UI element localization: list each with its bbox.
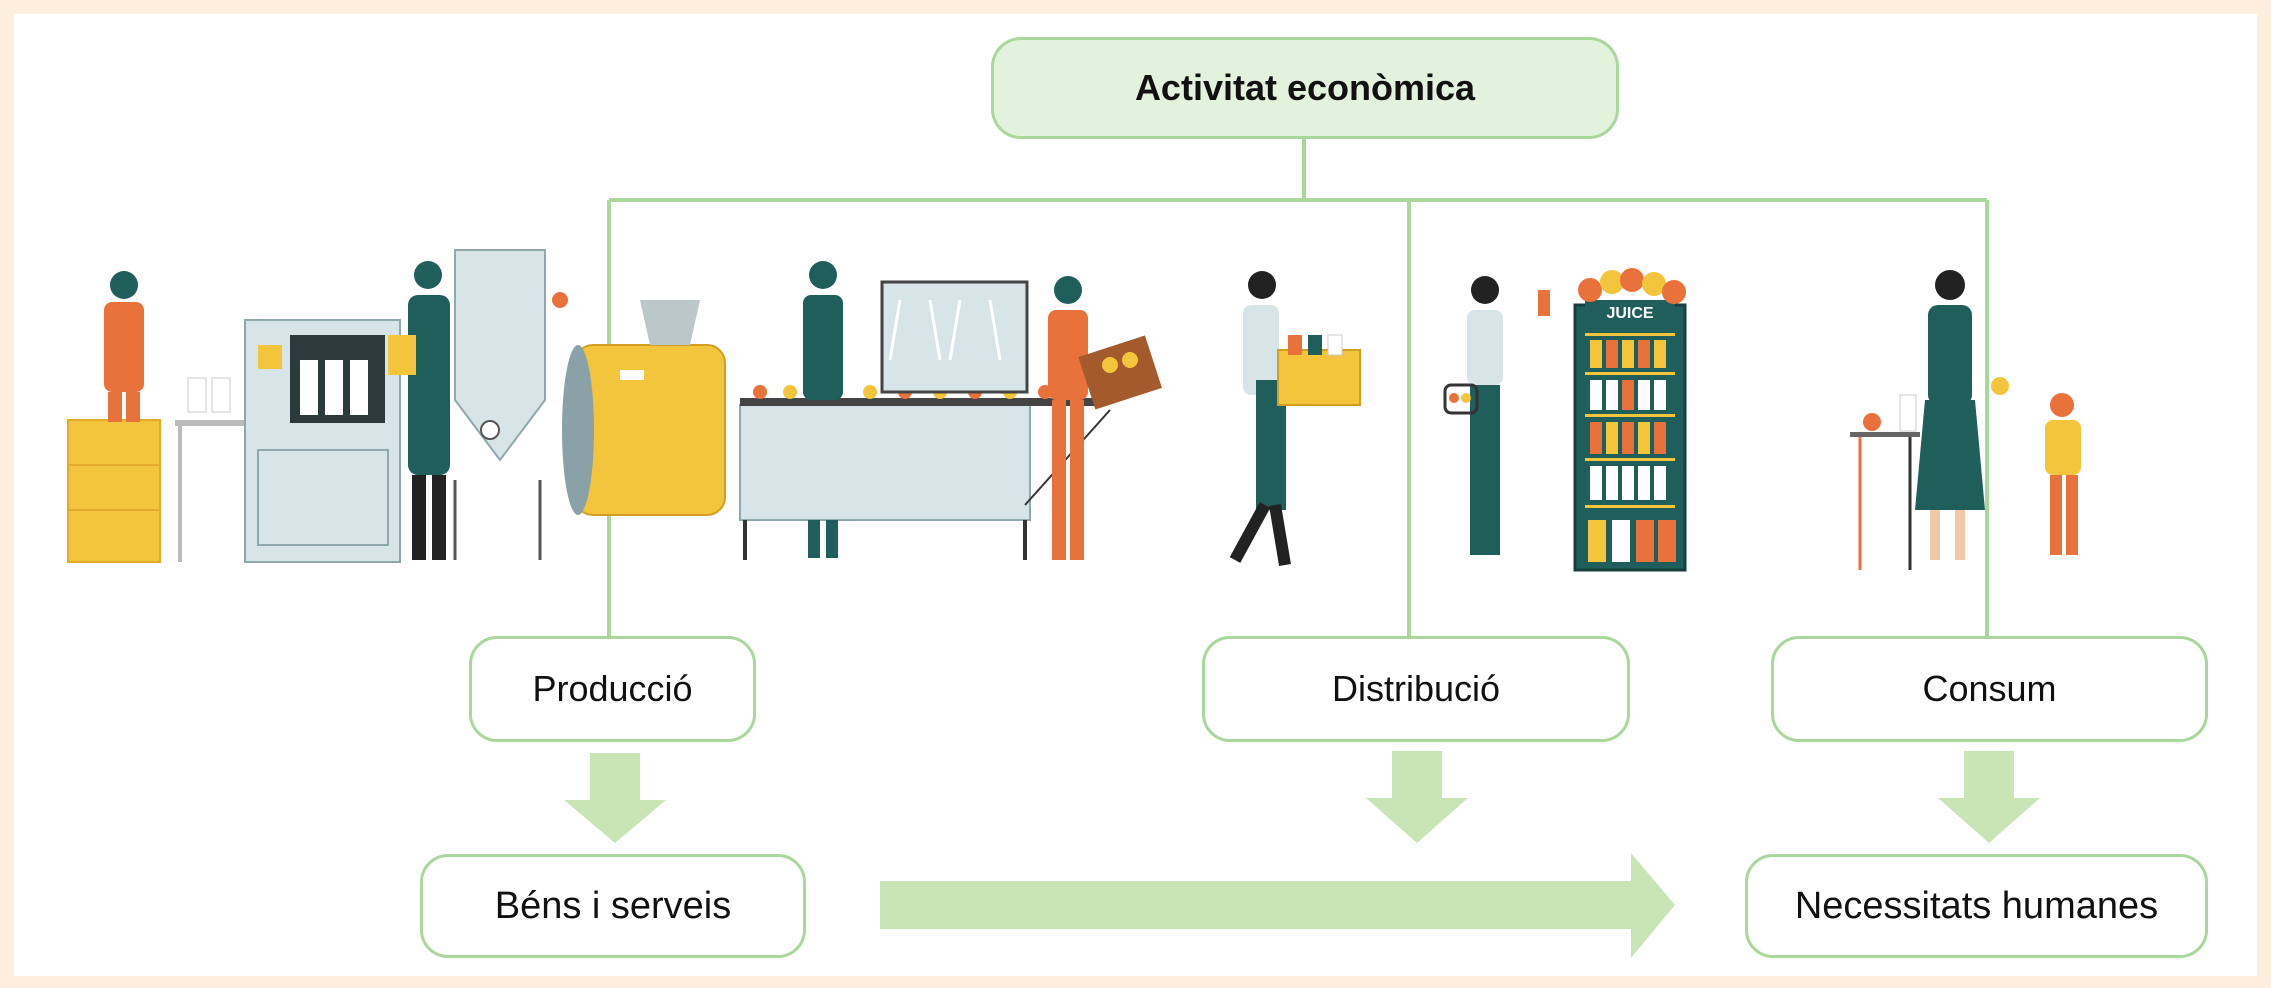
production-illustration xyxy=(67,249,1162,563)
shop-illustration: JUICE xyxy=(1443,268,1687,572)
title-box: Activitat econòmica xyxy=(991,37,1619,139)
down-arrows xyxy=(564,751,2040,843)
arrow-right-goods-to-needs xyxy=(880,853,1675,958)
stage-box-production: Producció xyxy=(469,636,756,742)
shelf-label: JUICE xyxy=(1606,305,1653,322)
outcome-label-needs: Necessitats humanes xyxy=(1794,884,2159,927)
arrow-down-distribution xyxy=(1366,751,1468,843)
outcome-box-needs: Necessitats humanes xyxy=(1745,854,2208,958)
arrow-down-production xyxy=(564,753,666,843)
stage-label-consumption: Consum xyxy=(1922,668,2057,709)
stage-box-distribution: Distribució xyxy=(1202,636,1630,742)
connector-lines xyxy=(607,137,1989,638)
arrow-down-consumption xyxy=(1938,751,2040,843)
distribution-illustration xyxy=(1229,271,1361,566)
stage-label-production: Producció xyxy=(532,668,693,709)
consumption-illustration xyxy=(1850,270,2081,570)
stage-box-consumption: Consum xyxy=(1771,636,2208,742)
outcome-box-goods: Béns i serveis xyxy=(420,854,806,958)
outcome-label-goods: Béns i serveis xyxy=(494,884,732,927)
stage-label-distribution: Distribució xyxy=(1331,668,1501,709)
page-title: Activitat econòmica xyxy=(1134,67,1476,108)
